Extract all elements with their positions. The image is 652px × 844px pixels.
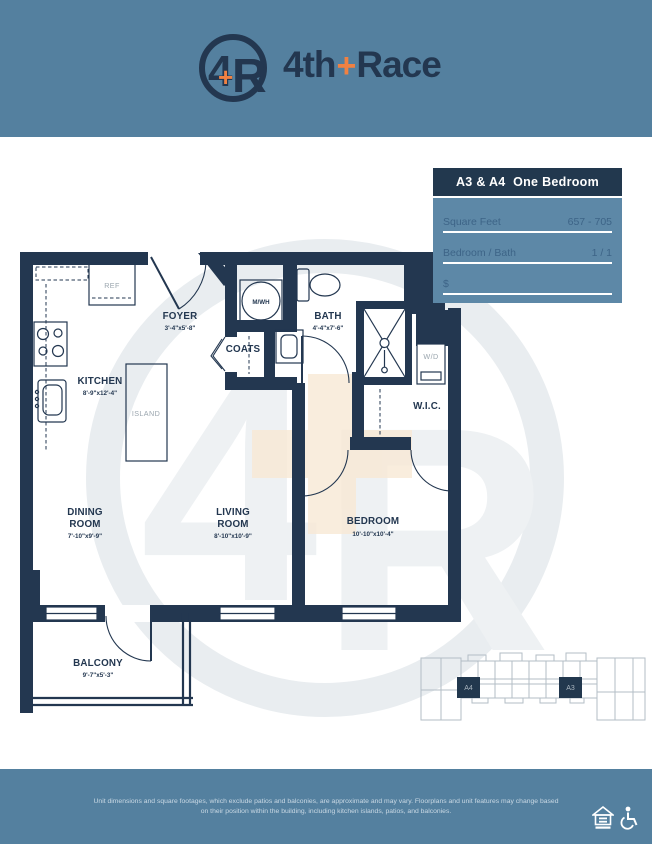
info-label: Bedroom / Bath [443,247,516,259]
info-row-price: $ [443,264,612,295]
disclaimer-line-1: Unit dimensions and square footages, whi… [93,798,559,805]
key-plan: A4 A3 [420,652,646,721]
label-kitchen: KITCHEN [78,376,123,387]
room-labels: FOYER 3'-4"x5'-8" KITCHEN 8'-9"x12'-4" B… [67,281,441,679]
bath-door [301,335,350,384]
wordmark-plus-icon: + [336,47,357,85]
toilet [296,268,310,302]
footer-icons [592,806,638,830]
dims-dining: 7'-10"x9'-9" [68,533,102,540]
mechanical-water-heater [239,279,283,323]
wordmark-4th: 4th [283,44,336,85]
info-value: 1 / 1 [591,247,612,259]
key-plan-label-a4: A4 [464,685,473,692]
label-island: ISLAND [132,409,160,418]
wordmark-race: Race [356,44,441,85]
unit-info-table: Square Feet 657 - 705 Bedroom / Bath 1 /… [433,198,622,303]
bath-vanity [275,329,304,364]
logo-circle-plus-icon: + [218,62,233,92]
dims-balcony: 9'-7"x5'-3" [83,672,114,679]
laundry-closet [379,343,446,435]
logo-circle-r: R [232,50,267,103]
dims-foyer: 3'-4"x5'-8" [165,325,196,332]
bedroom-door [301,449,349,497]
accessibility-icon [620,806,638,830]
info-label: Square Feet [443,216,501,228]
disclaimer-text: Unit dimensions and square footages, whi… [26,797,626,817]
bath-fixtures [239,268,406,378]
label-dining-2: ROOM [69,519,100,530]
info-row-bed-bath: Bedroom / Bath 1 / 1 [443,233,612,264]
brand-wordmark: 4th + Race [283,44,442,86]
label-ref: REF [104,281,120,290]
info-label: $ [443,278,449,290]
logo-circle-icon: 4 R + [199,34,267,103]
label-dining-1: DINING [67,507,103,518]
label-foyer: FOYER [163,311,198,322]
label-living-1: LIVING [216,507,250,518]
windows [45,605,397,622]
kitchen-sink [37,379,67,423]
info-row-square-feet: Square Feet 657 - 705 [443,202,612,233]
kitchen-island [125,363,168,462]
unit-title: A3 & A4 One Bedroom [433,168,622,196]
label-bath: BATH [314,311,341,322]
dims-kitchen: 8'-9"x12'-4" [83,390,117,397]
label-mwh: M/WH [252,299,270,306]
label-balcony: BALCONY [73,658,123,669]
shower [363,308,406,378]
label-living-2: ROOM [217,519,248,530]
brand-logo: 4 R + 4th + Race [0,0,652,137]
key-plan-unit-a4 [457,677,480,698]
coats-bifold-door [210,336,226,372]
footer-band [0,769,652,844]
key-plan-label-a3: A3 [566,685,575,692]
logo-circle-4: 4 [208,47,233,96]
balcony-door [105,615,152,662]
washer-dryer [416,343,446,385]
info-value: 657 - 705 [567,216,612,228]
balcony-railing [33,613,193,707]
dims-bath: 4'-4"x7'-6" [313,325,344,332]
wic-door [410,449,453,492]
header-band [0,0,652,137]
entry-door [150,256,207,310]
unit-info-panel: A3 & A4 One Bedroom Square Feet 657 - 70… [433,168,622,303]
equal-housing-icon [592,806,614,829]
dims-living: 8'-10"x10'-9" [214,533,252,540]
dims-bedroom: 10'-10"x10'-4" [352,531,393,538]
stove [33,321,68,367]
label-bedroom: BEDROOM [347,516,400,527]
label-wd: W/D [423,352,438,361]
disclaimer-line-2: on their position within the building, i… [200,808,452,815]
refrigerator [88,262,136,306]
kitchen-fixtures [33,262,168,462]
key-plan-unit-a3 [559,677,582,698]
label-coats: COATS [226,344,261,355]
label-wic: W.I.C. [413,401,441,412]
